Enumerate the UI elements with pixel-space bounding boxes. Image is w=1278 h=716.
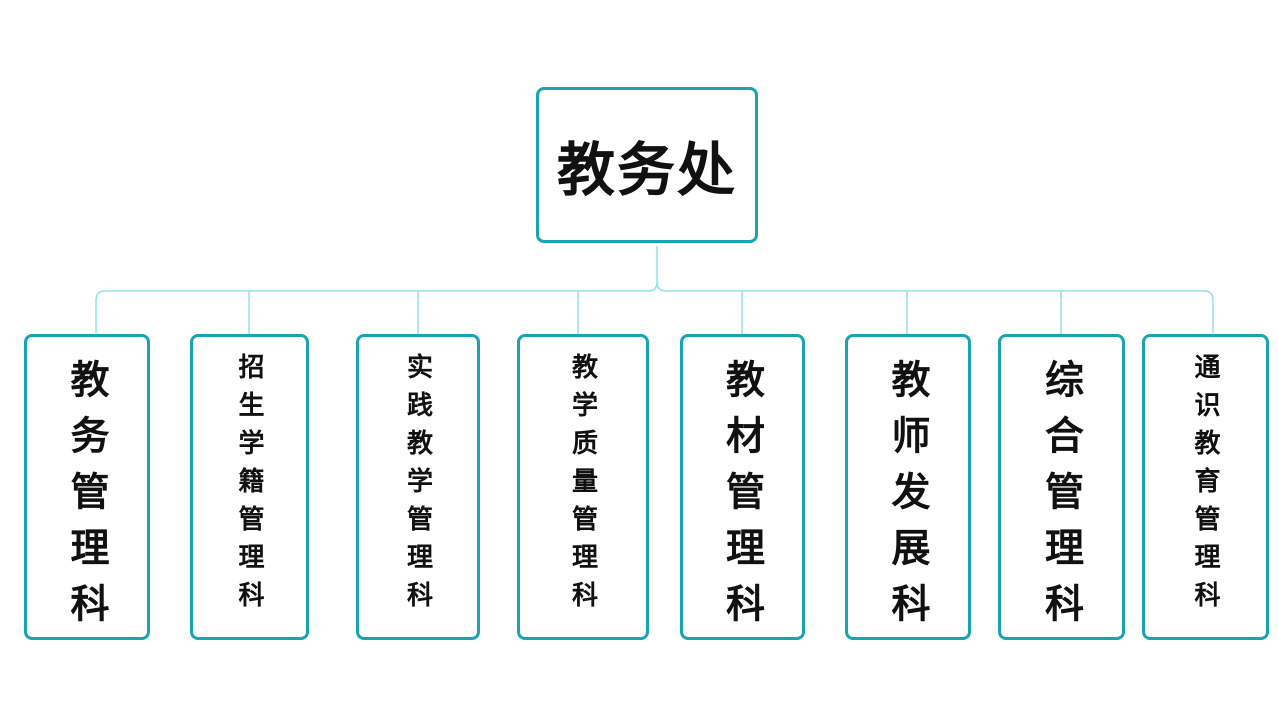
- root-node-label: 教务处: [556, 136, 737, 204]
- child-node-label: 教务管理科: [64, 359, 110, 639]
- child-node-label: 教师发展科: [885, 359, 931, 639]
- child-node-5: 教材管理科: [680, 334, 805, 640]
- child-node-7: 综合管理科: [998, 334, 1125, 640]
- child-node-8: 通识教育管理科: [1142, 334, 1269, 640]
- child-node-3: 实践教学管理科: [356, 334, 480, 640]
- child-node-label: 招生学籍管理科: [234, 353, 264, 619]
- brace-connector: [95, 246, 1214, 333]
- child-node-4: 教学质量管理科: [517, 334, 649, 640]
- child-node-6: 教师发展科: [845, 334, 971, 640]
- child-node-label: 教学质量管理科: [567, 353, 598, 619]
- child-node-2: 招生学籍管理科: [190, 334, 309, 640]
- child-node-label: 通识教育管理科: [1190, 353, 1220, 619]
- root-node: 教务处: [536, 87, 758, 243]
- child-node-1: 教务管理科: [24, 334, 150, 640]
- child-node-label: 教材管理科: [719, 359, 766, 639]
- child-node-label: 综合管理科: [1038, 359, 1085, 639]
- child-node-label: 实践教学管理科: [402, 353, 433, 619]
